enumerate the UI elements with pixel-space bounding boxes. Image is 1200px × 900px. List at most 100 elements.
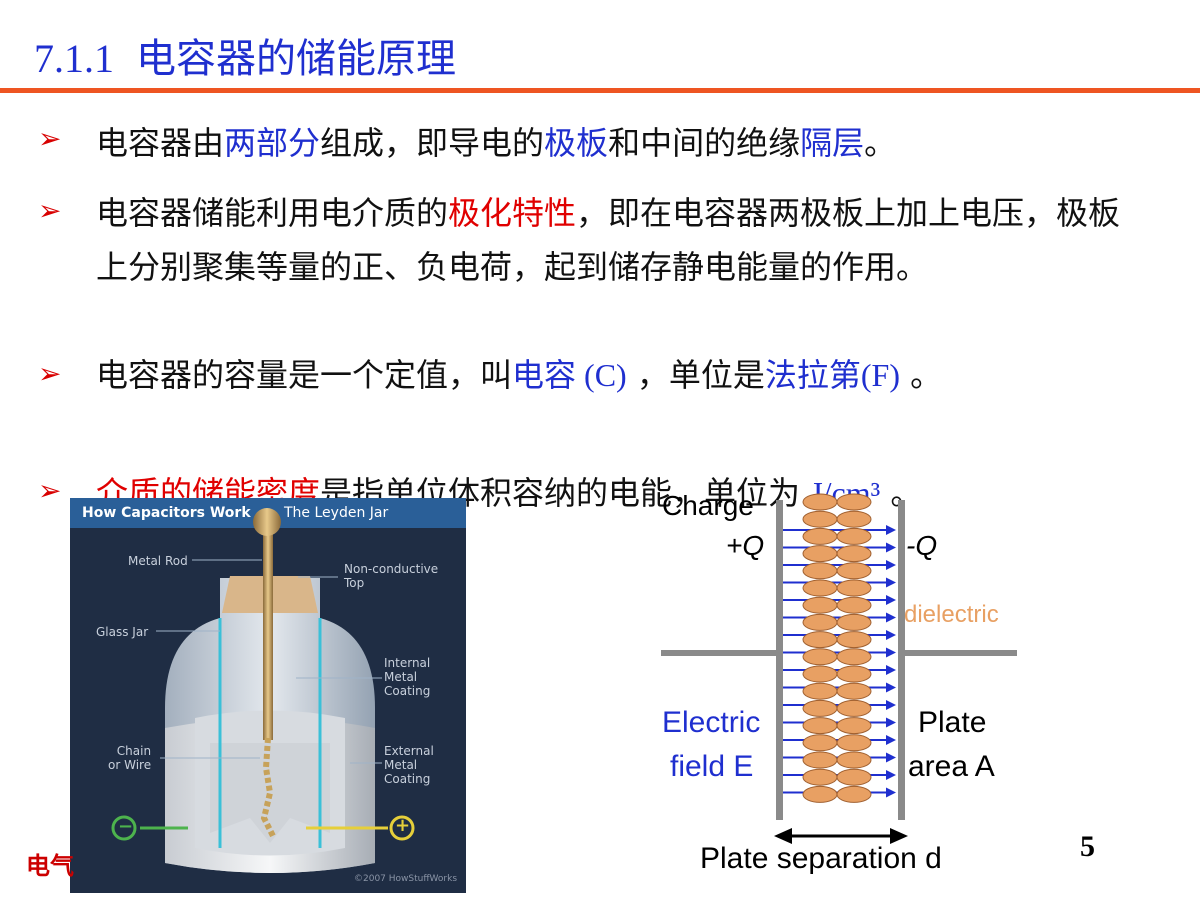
plus-terminal-icon: + xyxy=(395,815,411,836)
dipole xyxy=(802,648,838,666)
dipole xyxy=(836,648,872,666)
right-wire xyxy=(902,650,1017,656)
label-area-a: area A xyxy=(908,750,995,783)
dipole xyxy=(836,545,872,563)
label-electric: Electric xyxy=(662,706,761,739)
dipole xyxy=(802,596,838,614)
field-arrowhead xyxy=(886,700,896,710)
bullet-arrow-icon: ➢ xyxy=(38,474,62,507)
leyden-jar-image: How Capacitors Work The Leyden Jar xyxy=(70,498,466,893)
dipole xyxy=(836,785,872,803)
page-title: 7.1.1 电容器的储能原理 xyxy=(34,26,456,84)
title-rule xyxy=(0,88,1200,93)
label-plus-q: +Q xyxy=(726,530,765,561)
bullet-2: 电容器储能利用电介质的极化特性，即在电容器两极板上加上电压，极板上分别聚集等量的… xyxy=(96,186,1146,294)
bullet-3: 电容器的容量是一个定值，叫电容 (C) ，单位是法拉第(F) 。 xyxy=(96,348,1056,402)
bullet-text-segment: 电容器储能利用电介质的 xyxy=(96,194,449,232)
dipole xyxy=(836,682,872,700)
leyden-jar-drawing xyxy=(111,508,415,873)
field-arrowhead xyxy=(886,787,896,798)
bullet-text-segment: ，单位是 xyxy=(626,356,765,394)
dipole xyxy=(802,665,838,683)
bullet-text-segment: 电容 xyxy=(512,356,577,394)
label-internal-coating: Internal Metal Coating xyxy=(384,656,431,698)
dipole xyxy=(836,613,872,631)
dipole xyxy=(802,510,838,528)
label-external-coating: External Metal Coating xyxy=(384,744,434,786)
label-minus-q: -Q xyxy=(906,530,938,561)
dipole xyxy=(802,545,838,563)
field-arrowhead xyxy=(886,647,896,658)
dipole xyxy=(802,579,838,597)
dipole xyxy=(836,665,872,683)
leyden-header-right: The Leyden Jar xyxy=(284,505,389,521)
dipole xyxy=(802,751,838,769)
dipole xyxy=(836,562,872,580)
bullet-text-segment: 极化特性 xyxy=(448,194,577,232)
section-number: 7.1.1 xyxy=(34,36,114,81)
field-arrowhead xyxy=(886,682,896,693)
dipole xyxy=(802,699,838,717)
bullet-text-segment: 隔层 xyxy=(800,124,865,162)
dipole xyxy=(836,699,872,717)
bullet-text-segment: ，即在电容器两极板上加上电压，极板上分别聚集等量的正、负电荷，起到储存静电能量的… xyxy=(96,194,1121,286)
bullet-text-segment: 。 xyxy=(880,474,923,512)
dipole xyxy=(802,613,838,631)
minus-terminal-icon: − xyxy=(118,816,134,837)
field-arrowhead xyxy=(886,595,896,605)
field-arrowhead xyxy=(886,770,896,780)
leyden-header-left: How Capacitors Work xyxy=(82,505,251,521)
bullet-1: 电容器由两部分组成，即导电的极板和中间的绝缘隔层。 xyxy=(96,116,1156,170)
section-title: 电容器的储能原理 xyxy=(136,36,456,82)
label-field-e: field E xyxy=(670,750,754,783)
dipole xyxy=(836,631,872,649)
bullet-text-segment: (F) xyxy=(860,357,900,393)
dipole xyxy=(836,751,872,769)
dipole xyxy=(802,493,838,511)
bullet-text-segment: 两部分 xyxy=(224,124,321,162)
field-arrowhead xyxy=(886,525,896,535)
label-charge: Charge xyxy=(662,490,754,521)
dipole xyxy=(836,734,872,752)
footer-left-text: 电气 xyxy=(26,852,74,880)
dipole xyxy=(836,596,872,614)
label-plate-separation: Plate separation d xyxy=(700,842,942,875)
capacitor-diagram xyxy=(661,493,1017,844)
bullet-text-segment: (C) xyxy=(576,357,627,393)
dipole xyxy=(836,768,872,786)
dipole xyxy=(802,527,838,545)
dipole xyxy=(836,510,872,528)
copyright: ©2007 HowStuffWorks xyxy=(354,874,458,884)
label-chain: Chain or Wire xyxy=(108,744,152,772)
bullet-text-segment: 组成，即导电的 xyxy=(320,124,545,162)
bullet-arrow-icon: ➢ xyxy=(38,122,62,155)
left-plate xyxy=(776,500,783,820)
dipole xyxy=(836,717,872,735)
dipole xyxy=(802,562,838,580)
field-arrowhead xyxy=(886,735,896,745)
field-arrowhead xyxy=(886,752,896,763)
dipole xyxy=(836,579,872,597)
dipole xyxy=(802,631,838,649)
bullet-text-segment: 和中间的绝缘 xyxy=(608,124,801,162)
field-arrowhead xyxy=(886,717,896,728)
bullet-text-segment: 法拉第 xyxy=(764,356,861,394)
dipole xyxy=(802,768,838,786)
dipole xyxy=(802,734,838,752)
label-plate: Plate xyxy=(918,706,987,739)
bullet-text-segment: 电容器的容量是一个定值，叫 xyxy=(96,356,513,394)
dielectric-dipoles xyxy=(802,493,872,803)
bullet-arrow-icon: ➢ xyxy=(38,194,62,227)
bullet-text-segment: 。 xyxy=(864,124,897,162)
field-arrowhead xyxy=(886,665,896,675)
label-dielectric: dielectric xyxy=(904,601,999,628)
dipole xyxy=(802,785,838,803)
field-arrowhead xyxy=(886,577,896,588)
label-glass-jar: Glass Jar xyxy=(96,625,149,639)
label-non-conductive-top: Non-conductive Top xyxy=(344,562,439,590)
dipole xyxy=(836,493,872,511)
field-arrowhead xyxy=(886,560,896,570)
bullet-arrow-icon: ➢ xyxy=(38,357,62,390)
page-number: 5 xyxy=(1080,830,1095,863)
bullet-text-segment: 。 xyxy=(900,356,943,394)
